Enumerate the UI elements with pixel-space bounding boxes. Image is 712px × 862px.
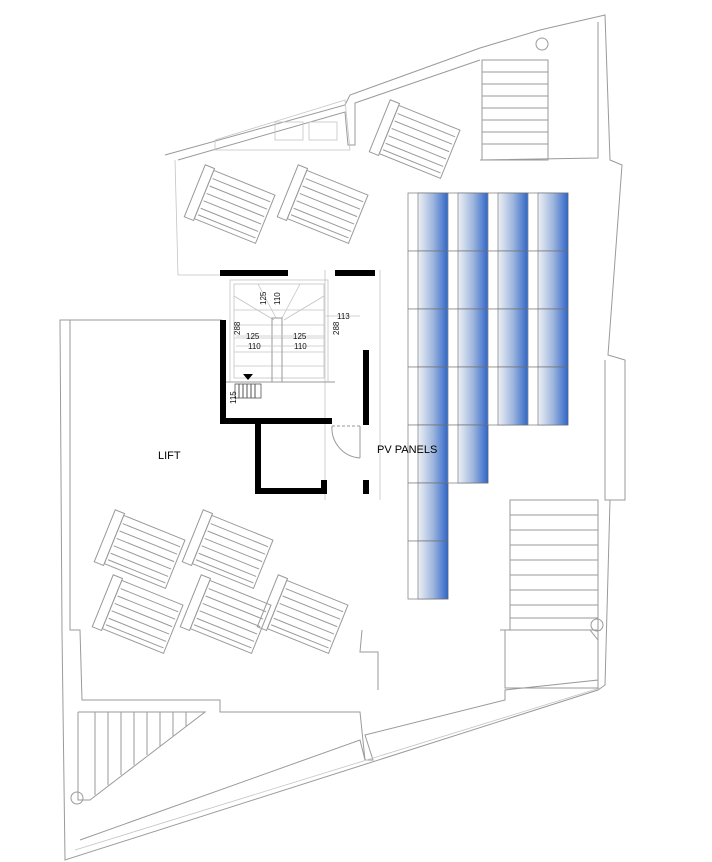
wall	[363, 480, 369, 494]
pv-panel	[417, 192, 449, 252]
sun-lounger	[93, 509, 187, 591]
external-stair-top-right	[481, 59, 549, 161]
pv-panel	[417, 482, 449, 542]
dim-top-a: 125	[259, 291, 268, 305]
pv-panels-label: PV PANELS	[377, 444, 437, 456]
dim-side-offset: 113	[337, 312, 350, 321]
pv-panel	[537, 308, 569, 368]
pv-panel-column	[407, 192, 449, 600]
pv-panel	[497, 366, 529, 426]
pv-panel	[457, 424, 489, 484]
pv-panel	[457, 250, 489, 310]
pv-panel	[497, 192, 529, 252]
pv-panel-column	[487, 192, 529, 426]
sun-lounger	[276, 164, 370, 246]
pv-panel-array	[407, 192, 569, 600]
pv-panel	[537, 366, 569, 426]
pv-panel	[537, 192, 569, 252]
pv-panel-column	[447, 192, 489, 484]
sun-lounger	[256, 574, 350, 656]
dim-upper-left: 125	[246, 332, 260, 341]
dim-lower-left: 110	[248, 342, 261, 351]
dim-left-height: 288	[233, 321, 242, 335]
wall	[220, 270, 288, 276]
pv-panel	[497, 308, 529, 368]
sun-loungers	[91, 99, 462, 656]
sun-lounger	[368, 99, 462, 181]
pv-panel	[417, 308, 449, 368]
dim-top-b: 110	[273, 292, 282, 305]
wall	[335, 270, 375, 276]
dim-bottom-offset: 115	[229, 391, 238, 404]
pv-panel	[417, 540, 449, 600]
external-stair-bottom-right	[504, 499, 599, 689]
dim-right-height: 288	[332, 321, 341, 335]
stair-core: 125 125 110 110 113 125 110 288 288 115	[220, 270, 375, 494]
door[interactable]	[331, 425, 362, 459]
wall	[363, 350, 369, 425]
pv-panel	[417, 250, 449, 310]
wall	[220, 320, 226, 424]
pv-panel	[457, 308, 489, 368]
sun-lounger	[183, 164, 277, 246]
pv-panel	[457, 192, 489, 252]
sun-lounger	[91, 574, 185, 656]
pv-panel-column	[527, 192, 569, 426]
wall	[255, 424, 261, 494]
wall	[321, 480, 327, 494]
wall	[255, 488, 327, 494]
pv-panel	[417, 366, 449, 426]
pv-panel	[457, 366, 489, 426]
pv-panel	[537, 250, 569, 310]
external-stair-bottom-left	[77, 711, 207, 801]
drain-grille	[234, 383, 262, 399]
sun-lounger	[179, 574, 273, 656]
wall	[220, 418, 332, 424]
lift-label: LIFT	[158, 450, 181, 462]
sun-lounger	[181, 509, 275, 591]
dim-lower-right: 110	[294, 342, 307, 351]
building-outline	[59, 14, 626, 861]
dim-upper-right: 125	[293, 332, 307, 341]
pv-panel	[497, 250, 529, 310]
